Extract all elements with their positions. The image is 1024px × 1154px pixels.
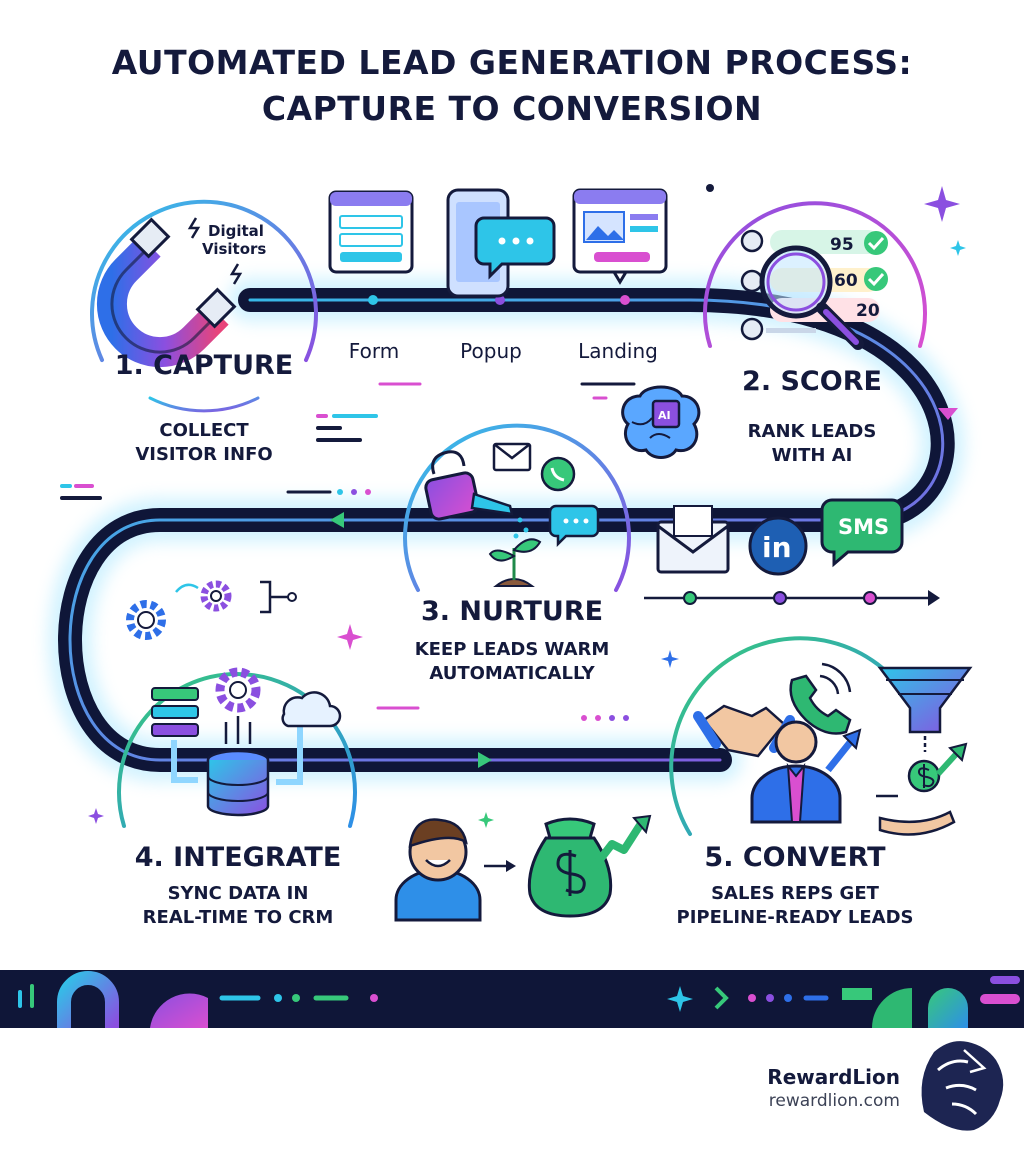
page-title: AUTOMATED LEAD GENERATION PROCESS: CAPTU… [0,40,1024,132]
channel-landing-label: Landing [578,339,658,363]
step-nurture-desc-line-1: KEEP LEADS WARM [414,639,610,660]
ai-chip-label: AI [658,409,671,422]
chat-bubble-icon [548,504,600,548]
sparkle-icon [337,624,363,650]
sparkle-icon [478,812,494,828]
funnel-icon [877,666,973,752]
linkedin-icon [748,516,808,576]
convert-ring [669,636,912,836]
magnet-icon [96,217,243,368]
sales-rep-icon [750,720,862,824]
sparkle-icon [950,240,966,256]
title-line-2: CAPTURE TO CONVERSION [261,89,763,128]
step-capture-title: 1. CAPTURE [114,350,294,381]
watering-can-icon [424,450,533,545]
step-convert-desc: SALES REPS GET PIPELINE-READY LEADS [652,882,938,930]
path-arrow [938,408,958,420]
score-value-20: 20 [856,301,880,321]
ai-brain-icon [621,385,701,459]
footer-decorations [18,971,1020,1028]
step-score-desc-line-1: RANK LEADS [747,421,877,442]
step-nurture-desc-line-2: AUTOMATICALLY [429,663,595,684]
nurture-ring [403,423,631,592]
popup-icon [446,188,556,298]
lion-logo-icon [921,1041,1004,1131]
capture-ring [90,199,318,362]
path-arrow [330,512,344,528]
step-capture-desc-line-2: VISITOR INFO [135,444,273,465]
path-arrow [478,752,492,768]
linkedin-label: in [762,531,792,564]
plant-sprout-icon [488,538,542,587]
sparkle-icon [661,650,679,668]
decorations [60,184,966,828]
sparkle-icon [924,186,960,222]
happy-customer-icon [394,818,482,922]
step-capture-desc-line-1: COLLECT [159,420,249,441]
landing-page-icon [572,188,668,285]
whatsapp-icon [540,456,576,492]
brand-url[interactable]: rewardlion.com [768,1091,900,1111]
coin-hand-icon [876,742,968,836]
envelope-icon [656,505,730,574]
digital-visitors-label: Digital [208,222,264,240]
channel-popup-label: Popup [460,339,522,363]
form-icon [328,190,414,274]
score-ring [703,201,927,348]
title-line-1: AUTOMATED LEAD GENERATION PROCESS: [111,43,913,82]
brand-name: RewardLion [767,1065,900,1089]
step-convert-desc-line-2: PIPELINE-READY LEADS [676,907,914,928]
step-score-desc: RANK LEADS WITH AI [712,420,912,468]
database-icon [151,667,342,817]
step-nurture-title: 3. NURTURE [420,596,604,627]
sms-icon [820,498,904,568]
phone-call-icon [789,662,852,735]
step-convert-desc-line-1: SALES REPS GET [711,883,879,904]
score-value-60: 60 [834,271,858,291]
step-integrate-desc-line-2: REAL-TIME TO CRM [142,907,334,928]
sparkle-icon [88,808,104,824]
money-bag-icon [527,814,652,918]
step-capture-desc: COLLECT VISITOR INFO [94,419,314,467]
score-value-95: 95 [830,235,854,255]
email-icon-small [492,442,532,472]
magnifier-icon [759,245,864,350]
path-node [368,295,378,305]
path-node [620,295,630,305]
step-integrate-desc: SYNC DATA IN REAL-TIME TO CRM [118,882,358,930]
gear-icon [126,580,297,640]
step-score-desc-line-2: WITH AI [771,445,853,466]
arrow-right-icon [484,860,516,872]
step-integrate-title: 4. INTEGRATE [134,842,342,873]
step-integrate-desc-line-1: SYNC DATA IN [167,883,309,904]
timeline-arrow [644,590,940,606]
sms-label: SMS [838,515,889,539]
capture-ring-bottom [148,396,260,413]
digital-visitors-label-2: Visitors [202,240,266,258]
step-score-title: 2. SCORE [742,366,882,397]
step-nurture-desc: KEEP LEADS WARM AUTOMATICALLY [372,638,652,686]
step-convert-title: 5. CONVERT [704,842,886,873]
channel-form-label: Form [348,339,400,363]
